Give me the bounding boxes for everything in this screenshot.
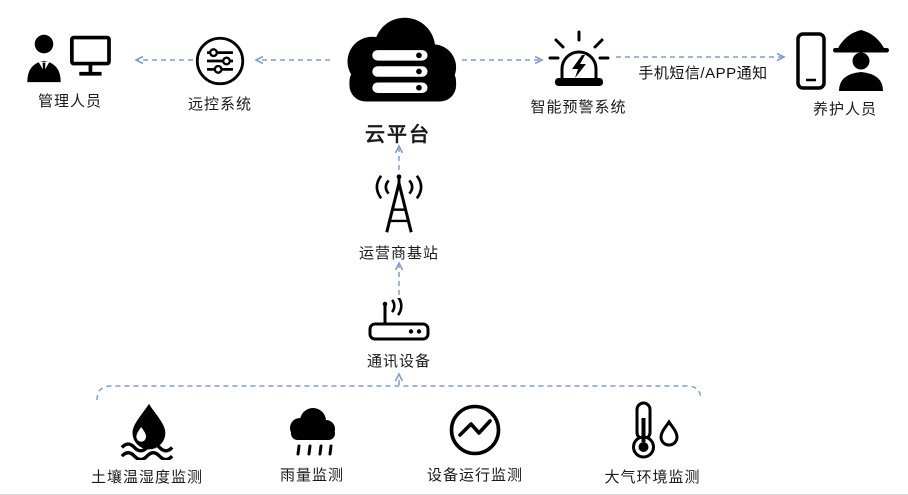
phone-farmer-icon (795, 28, 895, 92)
edge-label-sms-app-notify: 手机短信/APP通知 (638, 65, 768, 82)
remote-label: 远控系统 (187, 96, 252, 113)
node-remote: 远控系统 (170, 35, 270, 114)
basestation-label: 运营商基站 (358, 245, 439, 262)
alert-label: 智能预警系统 (530, 99, 627, 116)
node-alert: 智能预警系统 (516, 30, 641, 117)
node-cloud: 云平台 (330, 12, 466, 147)
cloud-server-icon (334, 12, 462, 112)
router-icon (363, 298, 435, 344)
node-basestation: 运营商基站 (340, 172, 458, 263)
rain-label: 雨量监测 (279, 467, 344, 484)
node-comm: 通讯设备 (338, 298, 460, 371)
soil-moisture-drop-icon (118, 402, 176, 460)
node-admin: 管理人员 (10, 32, 130, 111)
soil-label: 土壤温湿度监测 (90, 469, 203, 486)
atmos-label: 大气环境监测 (604, 469, 701, 486)
comm-label: 通讯设备 (366, 353, 431, 370)
admin-label: 管理人员 (37, 93, 102, 110)
node-maintainer: 养护人员 (790, 28, 900, 119)
node-rain: 雨量监测 (252, 404, 372, 485)
admin-person-monitor-icon (20, 32, 120, 84)
node-device: 设备运行监测 (405, 402, 545, 485)
base-station-antenna-icon (359, 172, 439, 236)
rain-cloud-icon (282, 404, 342, 458)
node-atmos: 大气环境监测 (580, 400, 725, 487)
maintainer-label: 养护人员 (812, 101, 877, 118)
siren-alert-icon (544, 30, 614, 90)
device-label: 设备运行监测 (426, 467, 523, 484)
sensor-bracket (96, 385, 702, 401)
cloud-label: 云平台 (365, 124, 431, 146)
remote-control-sliders-icon (194, 35, 246, 87)
node-soil: 土壤温湿度监测 (72, 402, 222, 487)
device-monitor-chart-icon (447, 402, 503, 458)
thermometer-humidity-icon (623, 400, 683, 460)
